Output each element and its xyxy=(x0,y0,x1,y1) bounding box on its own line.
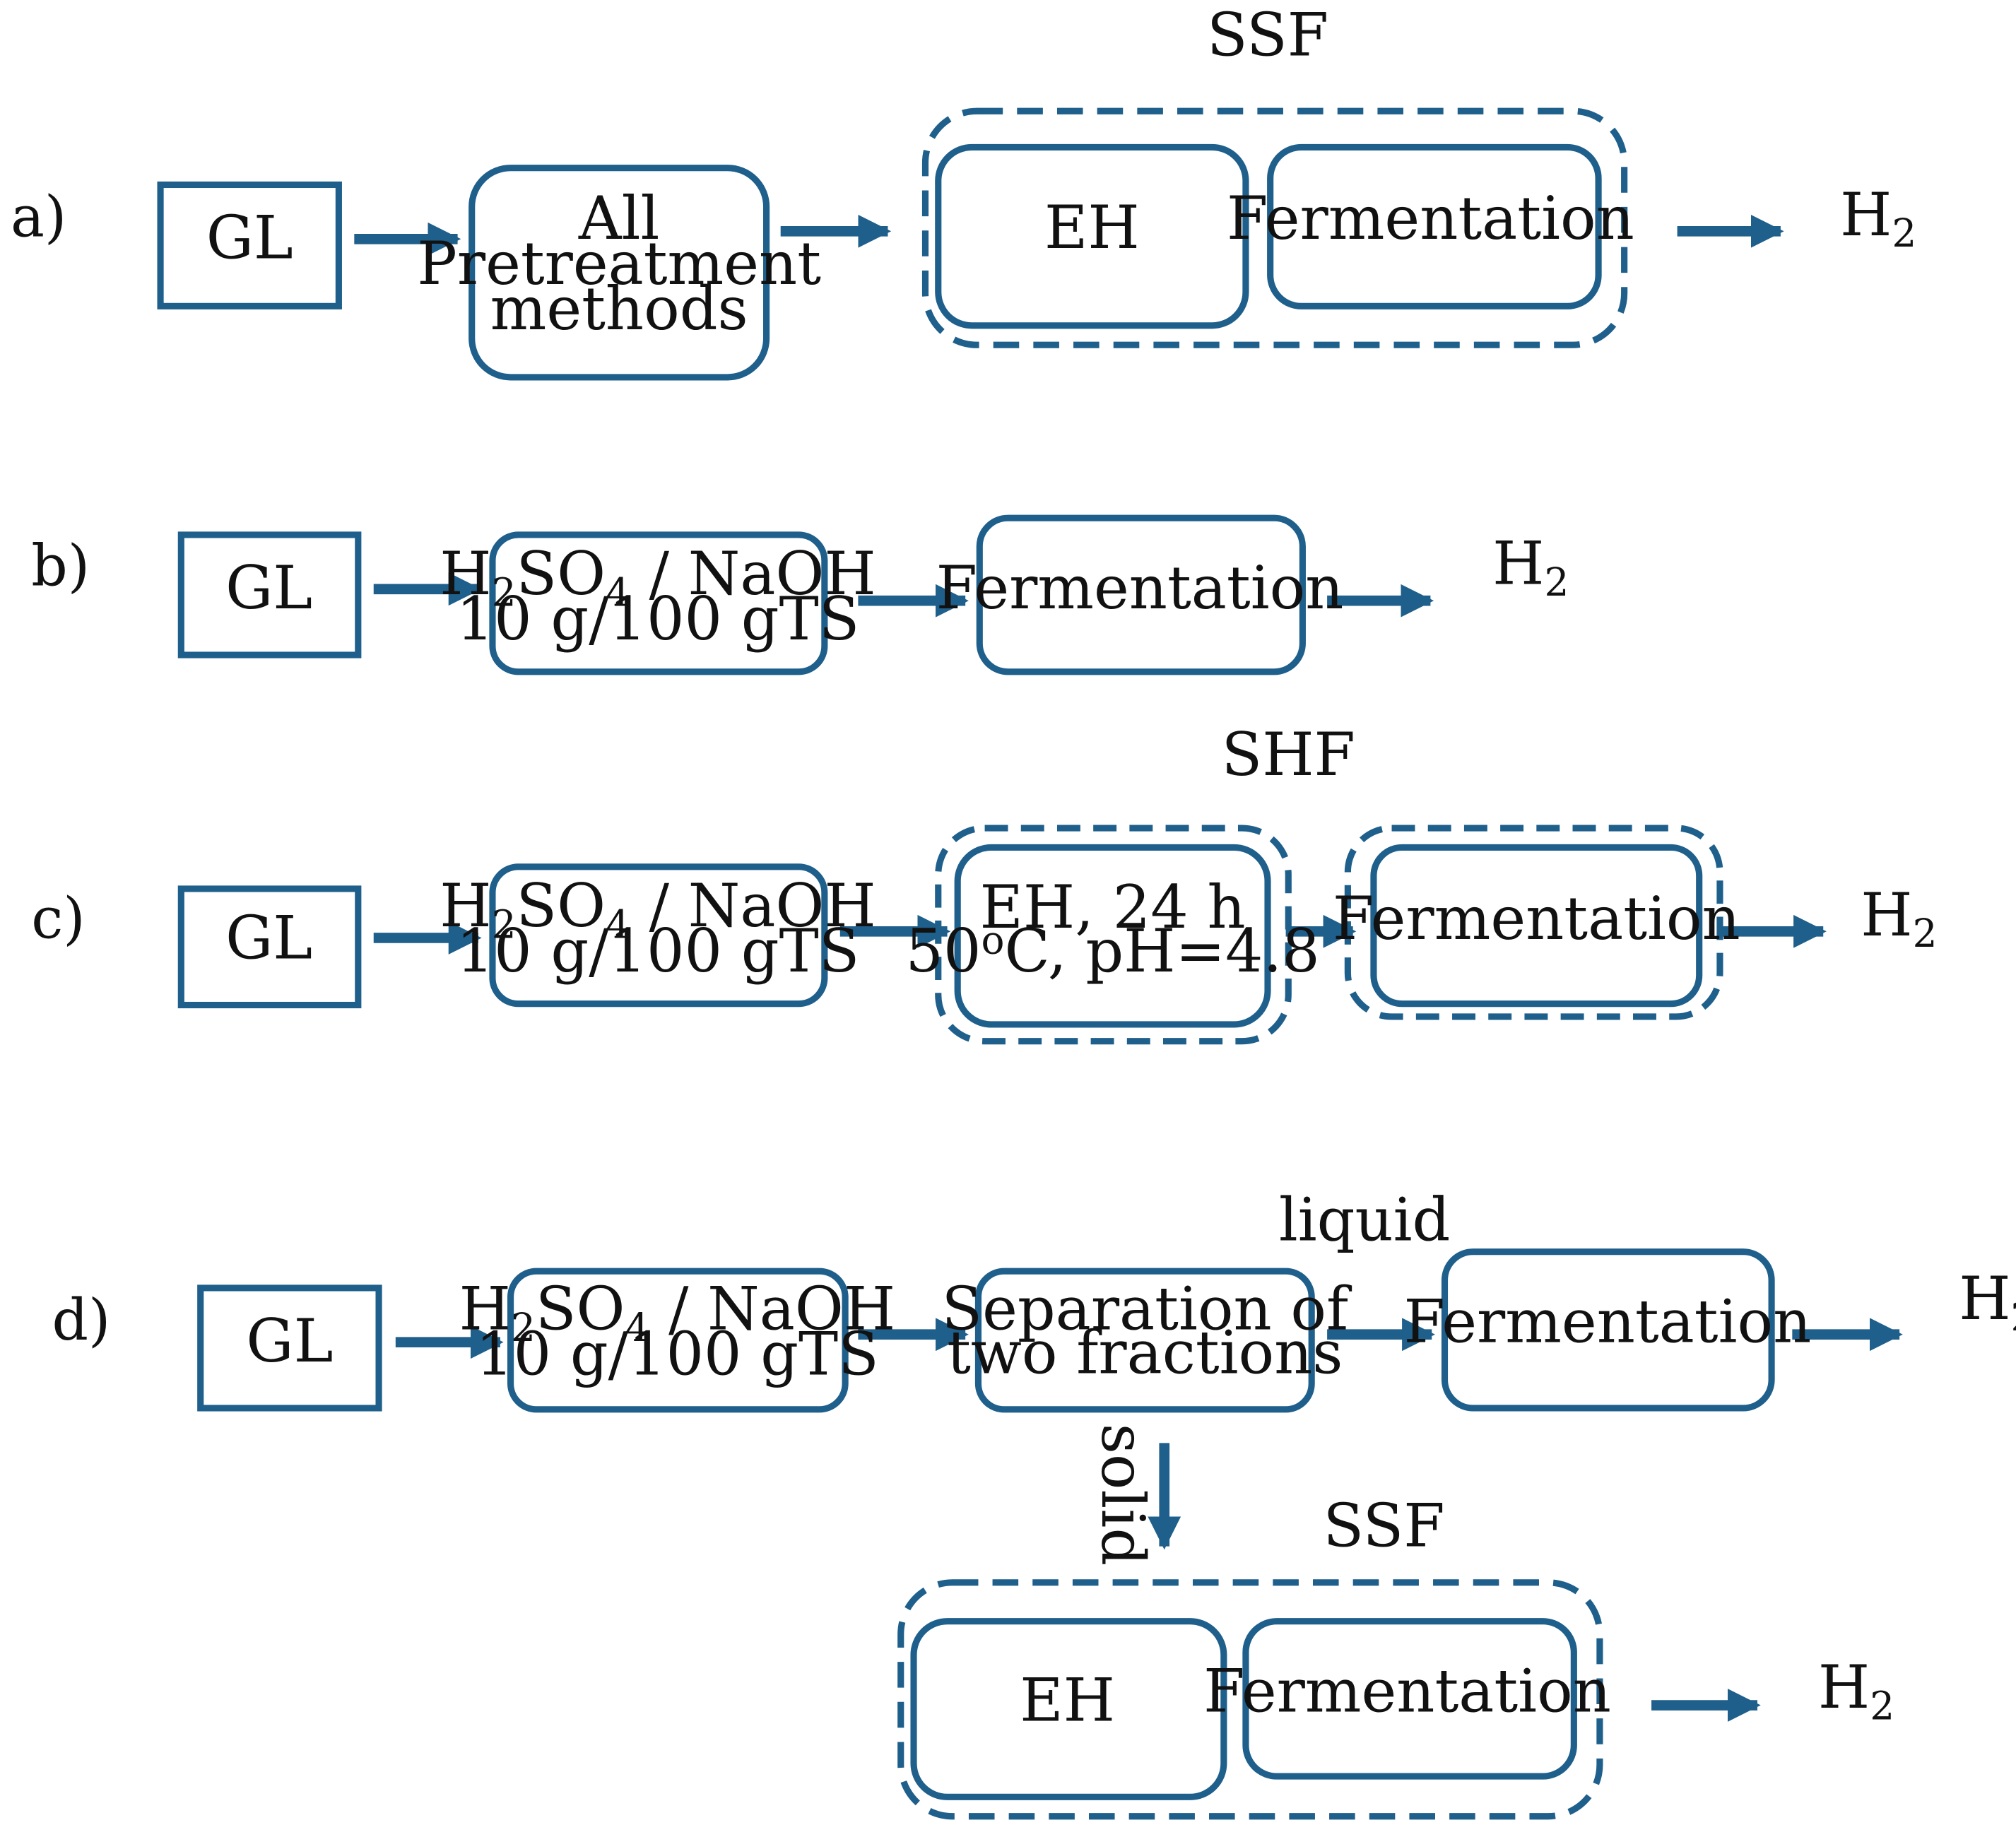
c-eh-box xyxy=(954,844,1271,1028)
d-gl-label: GL xyxy=(246,1306,333,1376)
a-ssf-group xyxy=(921,107,1628,348)
b-fermentation-box xyxy=(976,514,1306,675)
d-eh-label: EH xyxy=(1020,1665,1115,1735)
c-panel-label: c) xyxy=(31,885,85,951)
d-panel-label: d) xyxy=(52,1287,110,1353)
d-gl-box xyxy=(197,1284,382,1412)
b-panel-label: b) xyxy=(31,532,90,598)
a-h2-product: H2 xyxy=(1840,180,1916,256)
b-gl-box xyxy=(177,531,362,658)
c-pretreatment-box xyxy=(489,863,828,1008)
c-gl-box xyxy=(177,885,362,1009)
d-ssf-group xyxy=(897,1579,1603,1820)
d-pretreatment-box xyxy=(507,1268,849,1413)
d-eh-box xyxy=(910,1618,1227,1800)
b-h2-product: H2 xyxy=(1492,528,1569,604)
a-gl-label: GL xyxy=(206,203,293,273)
d-fermentation-label: Fermentation xyxy=(1403,1287,1811,1357)
b-pretreatment-line-2: 10 g/100 gTS xyxy=(456,584,860,654)
d-pretreatment-line-2: 10 g/100 gTS xyxy=(476,1319,879,1388)
d-solid-label: solid xyxy=(1088,1424,1157,1566)
d-liquid-label: liquid xyxy=(1279,1185,1451,1254)
d-separation-line-2: two fractions xyxy=(947,1318,1343,1388)
c-shf-label: SHF xyxy=(1222,720,1355,789)
b-fermentation-label: Fermentation xyxy=(936,553,1344,622)
d-ssf-label: SSF xyxy=(1324,1492,1445,1561)
d-h2-product-bottom: H2 xyxy=(1818,1653,1894,1728)
d-fermentation-box xyxy=(1441,1248,1775,1412)
d-pretreatment-line-1: H2SO4 / NaOH xyxy=(459,1274,896,1349)
b-pretreatment-box xyxy=(489,531,828,675)
d-fermentation2-box xyxy=(1242,1618,1577,1780)
c-fermentation-box xyxy=(1370,844,1703,1008)
b-gl-label: GL xyxy=(225,553,312,622)
d-separation-line-1: Separation of xyxy=(941,1274,1352,1343)
a-fermentation-box xyxy=(1267,143,1602,309)
a-fermentation-label: Fermentation xyxy=(1227,184,1634,253)
c-eh-line-1: EH, 24 h xyxy=(980,873,1246,942)
a-eh-label: EH xyxy=(1044,193,1140,262)
a-eh-box xyxy=(935,143,1249,329)
c-pretreatment-line-1: H2SO4 / NaOH xyxy=(440,871,876,947)
c-pretreatment-line-2: 10 g/100 gTS xyxy=(456,916,860,986)
c-h2-product: H2 xyxy=(1861,880,1937,956)
a-ssf-label: SSF xyxy=(1207,1,1328,70)
d-h2-product-top: H2 xyxy=(1959,1264,2016,1340)
a-gl-box xyxy=(157,181,342,309)
c-gl-label: GL xyxy=(225,904,312,973)
a-panel-label: a) xyxy=(11,184,66,250)
c-eh-line-2: 50oC, pH=4.8 xyxy=(905,916,1319,986)
d-separation-box xyxy=(974,1268,1315,1413)
a-pretreatment-line-1: All xyxy=(578,184,660,253)
a-pretreatment-box xyxy=(468,165,770,381)
a-pretreatment-line-3: methods xyxy=(490,274,748,343)
b-pretreatment-line-1: H2SO4 / NaOH xyxy=(440,539,876,615)
d-fermentation2-label: Fermentation xyxy=(1203,1657,1611,1726)
a-pretreatment-line-2: Pretreatment xyxy=(417,229,821,298)
c-fermentation-label: Fermentation xyxy=(1333,884,1740,953)
